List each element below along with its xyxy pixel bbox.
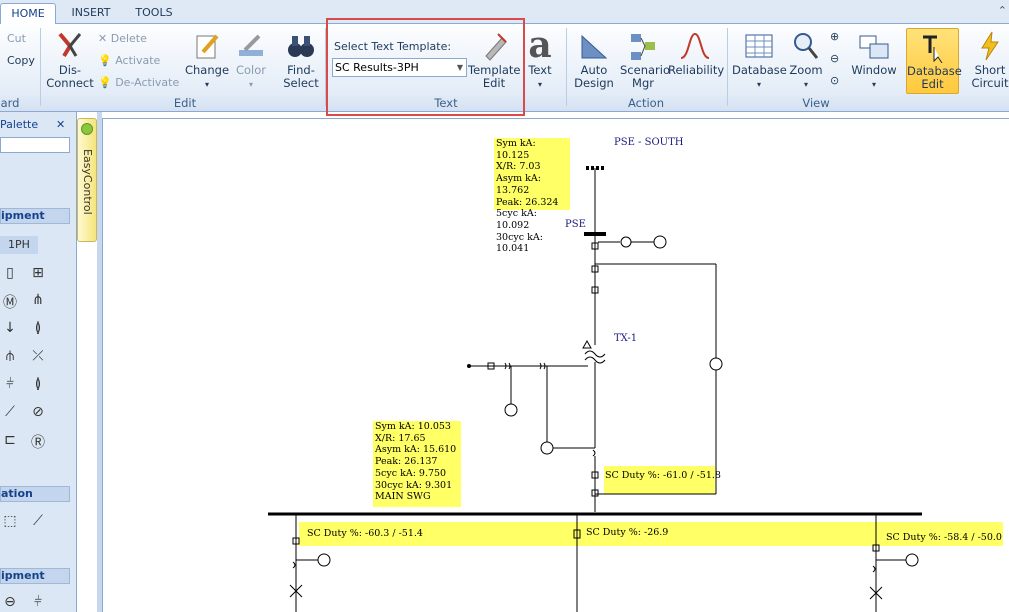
sc-duty-tx-label[interactable]: SC Duty %: -61.0 / -51.8 bbox=[605, 470, 721, 481]
reliability-curve-icon bbox=[680, 32, 710, 59]
zoom-button[interactable]: Zoom▾ bbox=[788, 30, 824, 91]
tab-tools[interactable]: TOOLS bbox=[135, 6, 173, 19]
sc-duty-feeder-a-label[interactable]: SC Duty %: -60.3 / -51.4 bbox=[307, 528, 423, 539]
load-arrow-icon[interactable]: ↓ bbox=[4, 320, 16, 336]
text-group-label: Text bbox=[434, 96, 458, 110]
triangle-ruler-icon bbox=[581, 34, 608, 59]
relay-icon[interactable]: Ⓡ bbox=[31, 435, 45, 451]
panel-icon[interactable]: ▯ bbox=[6, 265, 14, 281]
palette-search-input[interactable] bbox=[0, 137, 70, 153]
separator bbox=[566, 28, 567, 106]
tab-home[interactable]: HOME bbox=[0, 3, 56, 25]
tx-duty-highlight bbox=[604, 466, 715, 494]
help-icon[interactable]: ⌃ bbox=[997, 4, 1007, 17]
tab-insert[interactable]: INSERT bbox=[71, 6, 111, 19]
pencil-paper-icon bbox=[196, 34, 219, 59]
color-button[interactable]: Color▾ bbox=[230, 30, 272, 91]
edit-group-label: Edit bbox=[173, 96, 197, 110]
auto-design-button[interactable]: Auto Design bbox=[570, 30, 618, 90]
tx1-label[interactable]: TX-1 bbox=[614, 333, 638, 344]
reliability-button[interactable]: Reliability bbox=[668, 30, 724, 77]
binoculars-icon bbox=[288, 36, 314, 57]
lightning-icon bbox=[981, 31, 999, 61]
sc-duty-feeder-b-label[interactable]: SC Duty %: -26.9 bbox=[586, 527, 669, 538]
coil-icon[interactable]: ≬ bbox=[34, 320, 42, 336]
zoom-out-icon[interactable]: ⊖ bbox=[830, 52, 840, 65]
select-text-template-label: Select Text Template: bbox=[334, 40, 452, 53]
easycontrol-panel-tab[interactable]: EasyControl bbox=[77, 118, 97, 242]
scenario-network-icon bbox=[631, 34, 655, 60]
bus-tap-icon[interactable]: ⫩ bbox=[5, 376, 15, 392]
action-group-label: Action bbox=[627, 96, 665, 110]
cursor-text-icon bbox=[922, 35, 942, 63]
ribbon-tab-bar: HOME INSERT TOOLS ⌃ bbox=[0, 0, 1009, 25]
palette-section-instrumentation[interactable]: ation bbox=[0, 486, 70, 502]
switchboard-icon[interactable]: ⊞ bbox=[32, 265, 44, 281]
switch-icon[interactable]: ⤫ bbox=[32, 348, 44, 364]
text-group-highlight bbox=[326, 18, 525, 116]
ground-icon[interactable]: ⫛ bbox=[5, 348, 15, 364]
clipboard-group-label: ard bbox=[0, 96, 20, 110]
sc-duty-feeder-c-label[interactable]: SC Duty %: -58.4 / -50.0 bbox=[886, 532, 1002, 543]
separator bbox=[325, 28, 326, 106]
palette-tab-1ph[interactable]: 1PH bbox=[0, 236, 38, 254]
zoom-in-icon[interactable]: ⊕ bbox=[830, 30, 840, 43]
breaker-icon[interactable]: ⟋ bbox=[5, 404, 15, 420]
text-a-icon: a bbox=[528, 24, 552, 66]
cut-button[interactable]: Cut bbox=[7, 32, 26, 45]
paint-brush-icon bbox=[239, 34, 263, 56]
select-box-icon[interactable]: ⬚ bbox=[3, 513, 17, 529]
template-edit-icon bbox=[485, 33, 507, 61]
separator bbox=[40, 28, 41, 106]
close-icon[interactable]: ✕ bbox=[56, 118, 66, 131]
scenario-mgr-button[interactable]: Scenario Mgr bbox=[620, 30, 670, 90]
bus-icon[interactable]: ⫩ bbox=[33, 594, 43, 610]
meter-icon[interactable]: ⊖ bbox=[4, 594, 16, 610]
database-grid-icon bbox=[745, 34, 773, 58]
splitter[interactable] bbox=[97, 112, 102, 612]
palette-title: Palette✕ bbox=[0, 118, 66, 131]
pse-label[interactable]: PSE bbox=[565, 219, 586, 230]
disconnect-button[interactable]: Dis- Connect bbox=[44, 30, 96, 90]
line-tool-icon[interactable]: ⟋ bbox=[33, 513, 43, 529]
copy-button[interactable]: Copy bbox=[7, 54, 35, 67]
disconnect-icon bbox=[58, 32, 82, 58]
text-button[interactable]: a Text▾ bbox=[524, 26, 556, 91]
template-edit-button[interactable]: Template Edit bbox=[468, 30, 520, 90]
fuse-icon[interactable]: ⊘ bbox=[32, 404, 44, 420]
deactivate-button[interactable]: 💡 De-Activate bbox=[98, 76, 180, 89]
status-dot-icon bbox=[81, 123, 93, 135]
short-circuit-button[interactable]: Short Circuit bbox=[966, 30, 1009, 90]
pse-south-label[interactable]: PSE - SOUTH bbox=[614, 137, 684, 148]
duty-highlight-band bbox=[299, 522, 1003, 546]
palette-section-equipment-2[interactable]: ipment bbox=[0, 568, 70, 584]
change-button[interactable]: Change▾ bbox=[184, 30, 230, 91]
window-button[interactable]: Window▾ bbox=[848, 30, 900, 91]
palette-panel bbox=[0, 112, 77, 612]
text-template-select[interactable]: SC Results-3PH▼ bbox=[332, 58, 467, 77]
window-tiles-icon bbox=[859, 35, 889, 59]
cable-icon[interactable]: ⊏ bbox=[4, 432, 16, 448]
chevron-down-icon: ▼ bbox=[456, 63, 463, 72]
delete-button[interactable]: ✕ Delete bbox=[98, 32, 147, 45]
separator bbox=[727, 28, 728, 106]
view-group-label: View bbox=[802, 96, 830, 110]
palette-section-equipment[interactable]: ipment bbox=[0, 208, 70, 224]
magnifier-icon bbox=[794, 33, 819, 59]
mcc-icon[interactable]: ⋔ bbox=[32, 292, 44, 308]
find-select-button[interactable]: Find- Select bbox=[278, 30, 324, 90]
activate-button[interactable]: 💡 Activate bbox=[98, 54, 161, 67]
motor-icon[interactable]: Ⓜ bbox=[3, 295, 17, 311]
zoom-fit-icon[interactable]: ⊙ bbox=[830, 74, 840, 87]
reactor-icon[interactable]: ≬ bbox=[34, 376, 42, 392]
database-button[interactable]: Database▾ bbox=[732, 30, 787, 91]
ribbon: Cut Copy ard Dis- Connect ✕ Delete 💡 Act… bbox=[0, 24, 1009, 112]
database-edit-button[interactable]: Database Edit bbox=[906, 28, 962, 94]
